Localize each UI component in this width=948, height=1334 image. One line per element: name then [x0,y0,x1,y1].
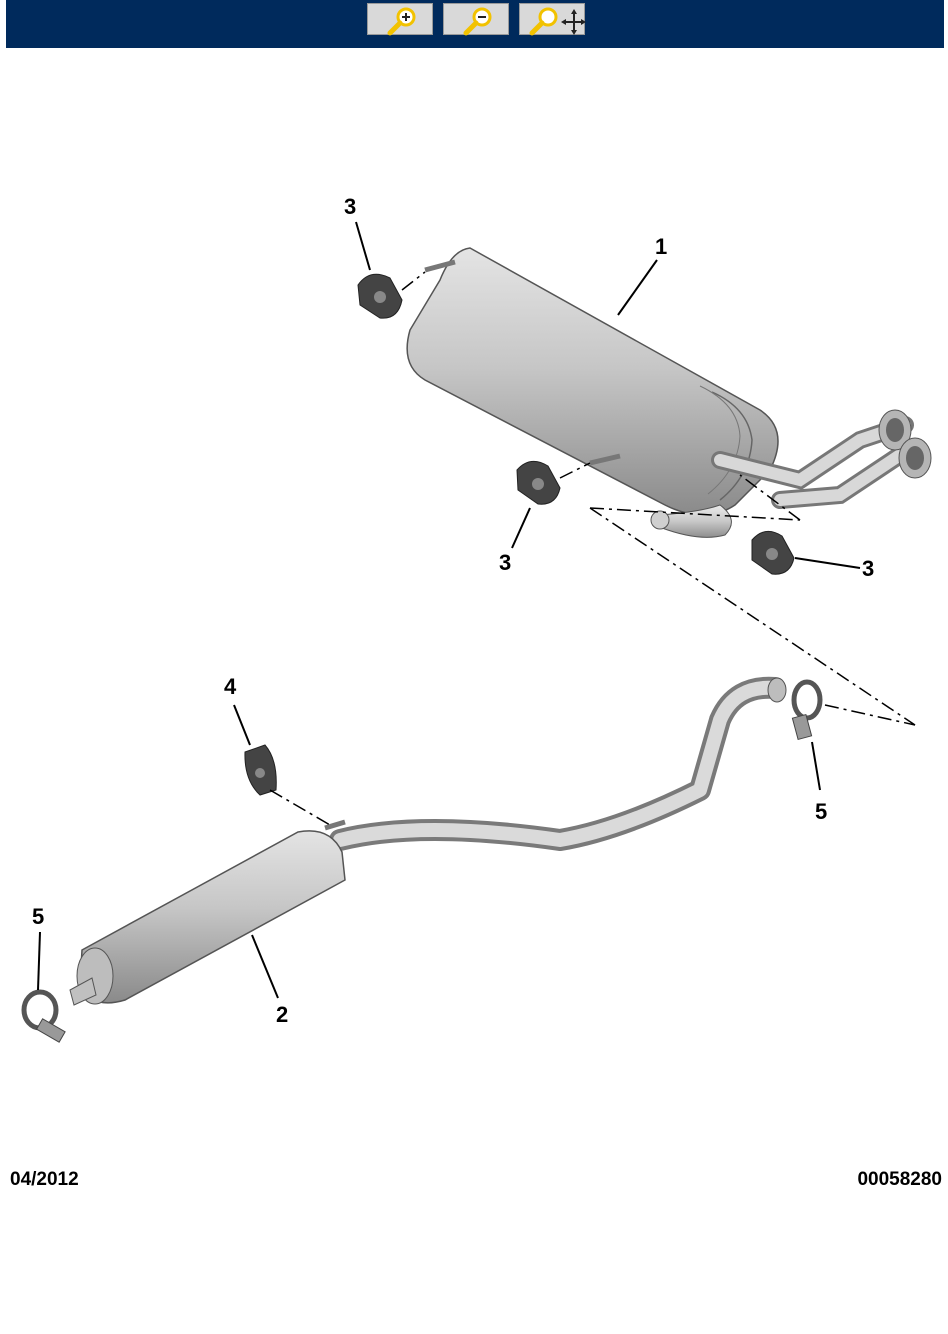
callout-mount-right: 3 [862,556,875,581]
callout-rear-silencer: 1 [655,234,668,259]
callout-mount-front: 4 [224,674,237,699]
callout-clamp-right: 5 [815,799,828,824]
callout-mount-top-left: 3 [344,194,357,219]
intermediate-pipe-assembly [69,676,787,1006]
zoom-pan-icon [529,7,586,36]
callout-clamp-left: 5 [32,904,45,929]
zoom-pan-button[interactable] [519,3,586,36]
callout-intermediate-pipe: 2 [276,1002,289,1027]
zoom-in-button[interactable] [367,3,433,36]
zoom-in-icon [387,7,416,36]
zoom-out-button[interactable] [443,3,509,36]
rubber-mount-front [244,744,277,796]
zoom-out-icon [463,7,492,36]
diagram-reference: 00058280 [857,1169,942,1190]
diagram-date: 04/2012 [10,1169,79,1190]
clamp-right [791,679,823,741]
rubber-mount-right [751,530,795,575]
clamp-left [21,989,66,1043]
toolbar [6,0,944,48]
rubber-mount-top-left [357,273,403,319]
leader-lines [37,221,861,999]
rubber-mount-lower [516,460,561,505]
rear-silencer [406,247,932,538]
assembly-lines [269,271,916,826]
exhaust-diagram [21,221,932,1043]
callout-mount-lower: 3 [499,550,512,575]
